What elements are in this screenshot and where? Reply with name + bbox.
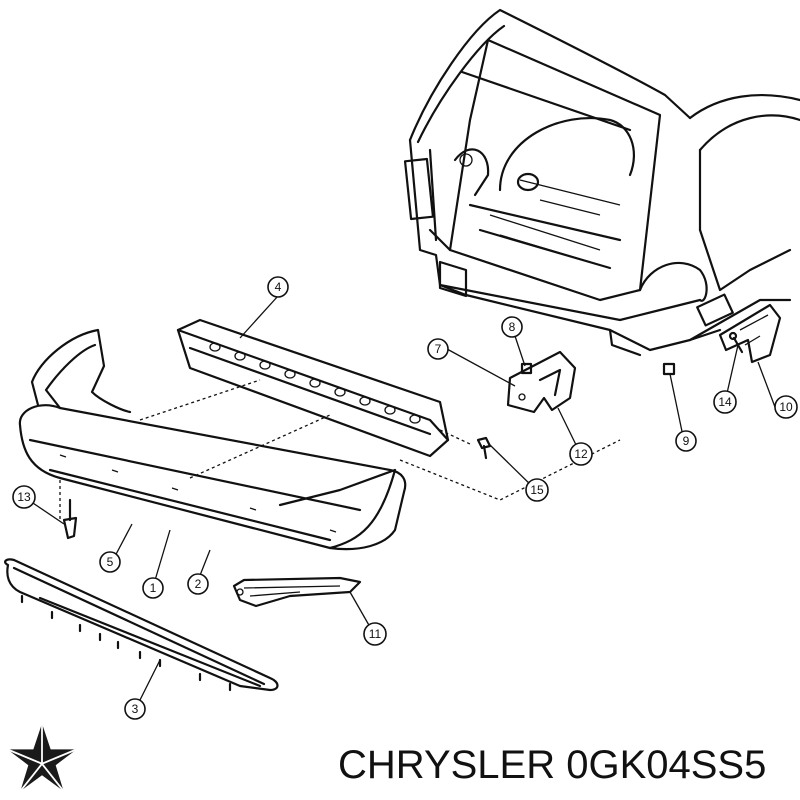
callout-4: 4 xyxy=(267,276,289,298)
leader-lines xyxy=(23,295,776,707)
part-13-push-pin xyxy=(62,498,78,540)
callout-1: 1 xyxy=(142,577,164,599)
part-15-bolt xyxy=(476,436,492,460)
callout-11: 11 xyxy=(363,622,387,646)
svg-text:13: 13 xyxy=(17,490,31,504)
callout-9: 9 xyxy=(675,430,697,452)
part-10-bracket xyxy=(718,303,782,364)
part-9-nut xyxy=(662,362,676,376)
callout-15: 15 xyxy=(525,478,549,502)
svg-text:14: 14 xyxy=(718,395,732,409)
part-12-bracket xyxy=(506,350,577,414)
svg-text:4: 4 xyxy=(275,280,282,294)
part-number-caption: CHRYSLER 0GK04SS5 xyxy=(338,743,767,787)
callout-2: 2 xyxy=(187,573,209,595)
svg-text:7: 7 xyxy=(435,342,442,356)
callout-8: 8 xyxy=(501,316,523,338)
callout-3: 3 xyxy=(124,698,146,720)
part-1-bumper-fascia xyxy=(18,328,407,551)
svg-text:12: 12 xyxy=(574,447,588,461)
vehicle-rear-body xyxy=(403,8,800,357)
part-11-bracket xyxy=(232,576,362,608)
svg-text:1: 1 xyxy=(150,581,157,595)
callout-13: 13 xyxy=(12,485,36,509)
callout-14: 14 xyxy=(713,390,737,414)
svg-text:5: 5 xyxy=(107,555,114,569)
svg-text:8: 8 xyxy=(509,320,516,334)
callout-10: 10 xyxy=(774,395,798,419)
callout-12: 12 xyxy=(569,442,593,466)
part-8-nut xyxy=(520,362,533,375)
svg-text:3: 3 xyxy=(132,702,139,716)
svg-text:2: 2 xyxy=(195,577,202,591)
svg-text:15: 15 xyxy=(530,483,544,497)
chrysler-pentastar-icon xyxy=(7,723,77,792)
part-4-reinforcement-beam xyxy=(176,318,450,458)
callout-7: 7 xyxy=(427,338,449,360)
svg-text:9: 9 xyxy=(683,434,690,448)
svg-text:11: 11 xyxy=(369,627,382,641)
alignment-lines xyxy=(59,379,621,520)
part-3-step-pad xyxy=(4,558,279,692)
callout-5: 5 xyxy=(99,551,121,573)
svg-text:10: 10 xyxy=(779,400,793,414)
